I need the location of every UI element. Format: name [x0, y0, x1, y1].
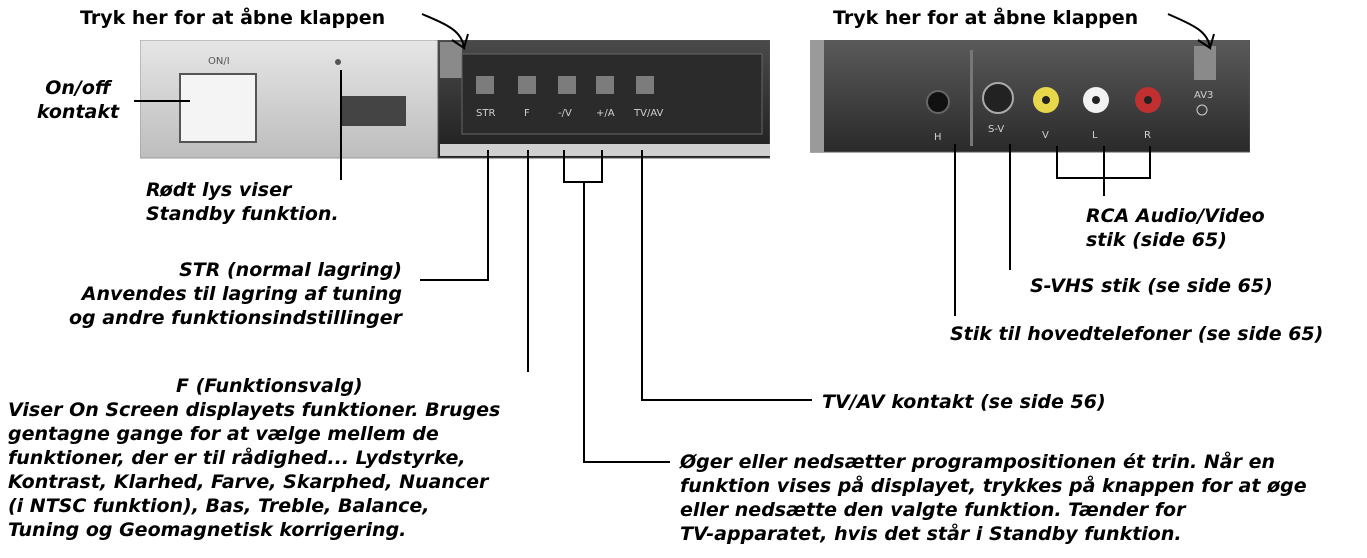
tvav-label: TV/AV kontakt (se side 56) [822, 390, 1106, 414]
curved-arrow-right [1168, 14, 1214, 48]
open-flap-label-right: Tryk her for at åbne klappen [833, 6, 1138, 30]
tvav-line [642, 150, 812, 400]
f-label: F (Funktionsvalg) Viser On Screen displa… [8, 374, 500, 542]
curved-arrow-left [422, 14, 468, 48]
prog-line [584, 182, 670, 462]
svhs-label: S-VHS stik (se side 65) [1030, 274, 1273, 298]
prog-bracket [564, 150, 602, 182]
prog-label: Øger eller nedsætter programpositionen é… [680, 450, 1307, 546]
str-label: STR (normal lagring)Anvendes til lagring… [60, 258, 402, 330]
str-line [420, 150, 488, 280]
open-flap-label-left: Tryk her for at åbne klappen [80, 6, 385, 30]
headphones-label: Stik til hovedtelefoner (se side 65) [950, 322, 1323, 346]
